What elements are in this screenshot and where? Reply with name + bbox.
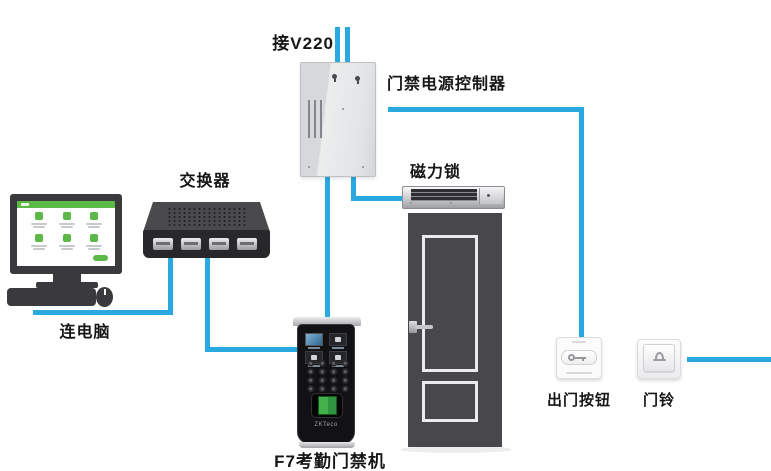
- power-controller-box: [300, 62, 376, 177]
- screen-green-button: [93, 255, 108, 261]
- wire-controller-to-exit-h: [388, 107, 584, 112]
- f7-keypad: [305, 359, 351, 393]
- wire-switch-to-computer-h: [33, 310, 173, 315]
- label-maglock: 磁力锁: [410, 164, 462, 181]
- monitor-stand-base: [36, 282, 98, 288]
- door: [408, 213, 502, 447]
- wire-switch-to-f7-v: [205, 258, 210, 352]
- monitor-stand-neck: [53, 274, 81, 282]
- screen-logo: [21, 203, 29, 206]
- door-handle: [415, 325, 433, 329]
- key-icon: [568, 354, 575, 361]
- label-f7-terminal: F7考勤门禁机: [274, 452, 386, 471]
- f7-brand-logo: ZKTeco: [314, 422, 338, 428]
- app-icon: [90, 234, 98, 242]
- switch-port: [181, 238, 201, 250]
- fingerprint-window: [318, 396, 337, 415]
- door-shadow: [400, 446, 512, 453]
- wire-controller-to-exit-v: [579, 107, 584, 337]
- label-power-input: 接V220: [272, 34, 334, 53]
- wire-switch-to-computer-v: [168, 258, 173, 315]
- wire-doorbell: [687, 357, 771, 362]
- app-icon: [63, 212, 71, 220]
- switch-port: [237, 238, 257, 250]
- key-icon-tooth: [582, 358, 584, 361]
- door-upper-panel: [422, 235, 478, 372]
- maglock-magnet-plate: [411, 189, 477, 201]
- app-icon: [35, 212, 43, 220]
- screw-dot: [342, 108, 344, 110]
- app-icon: [63, 234, 71, 242]
- mouse-wheel: [103, 289, 106, 295]
- screw-dot: [450, 202, 452, 204]
- label-exit-button: 出门按钮: [546, 392, 611, 409]
- switch-port: [153, 238, 173, 250]
- f7-display: [305, 333, 323, 346]
- bell-icon: [655, 352, 664, 360]
- vent-slot: [308, 100, 310, 138]
- f7-function-key: [329, 333, 347, 346]
- wire-controller-to-maglock-v: [351, 174, 356, 201]
- f7-top-cap: [293, 317, 361, 326]
- mouse: [96, 287, 113, 307]
- monitor-screen: [17, 201, 115, 266]
- vent-slot: [320, 100, 322, 138]
- app-icon: [90, 212, 98, 220]
- maglock-end-cap: [479, 188, 502, 204]
- switch-vent-dots: [167, 207, 247, 227]
- wire-switch-to-f7-h: [205, 347, 298, 352]
- keyhole-mount: [332, 74, 337, 82]
- f7-bottom-trim: [299, 442, 355, 448]
- maglock-led: [487, 194, 490, 197]
- screw-dot: [410, 202, 412, 204]
- switch-port: [209, 238, 229, 250]
- screw-dot: [308, 166, 310, 168]
- vent-slot: [314, 100, 316, 138]
- bell-icon-base: [653, 359, 666, 361]
- label-doorbell: 门铃: [642, 392, 675, 409]
- screen-header-bar: [17, 201, 115, 208]
- keyhole-mount: [355, 76, 360, 84]
- keyboard: [7, 288, 96, 306]
- wire-mains-a: [335, 27, 340, 63]
- key-icon-stem: [575, 356, 586, 359]
- screw-dot: [362, 166, 364, 168]
- wire-controller-to-maglock-h: [351, 196, 403, 201]
- wire-controller-to-f7: [325, 174, 330, 322]
- wire-mains-b: [345, 27, 350, 63]
- app-icon: [35, 234, 43, 242]
- door-handle-base: [409, 321, 417, 333]
- label-power-controller: 门禁电源控制器: [387, 76, 507, 93]
- door-lower-panel: [422, 381, 478, 422]
- label-switch: 交换器: [179, 173, 231, 190]
- label-computer: 连电脑: [59, 324, 111, 341]
